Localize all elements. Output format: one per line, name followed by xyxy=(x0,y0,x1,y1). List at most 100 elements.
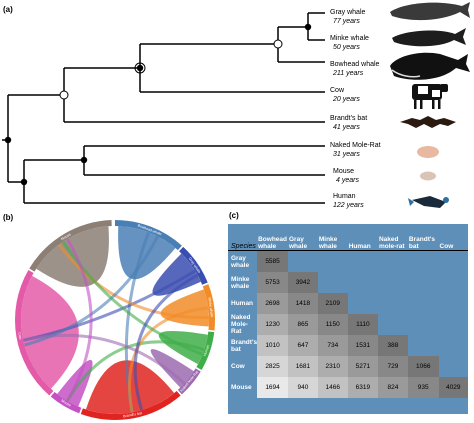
chord-self-ribbon xyxy=(57,359,93,407)
chord-arc xyxy=(50,392,82,414)
matrix-empty-cell xyxy=(378,272,408,293)
chord-arc xyxy=(202,284,215,331)
chord-arc xyxy=(80,390,181,420)
species-name: Human xyxy=(333,193,356,200)
matrix-cell: 2310 xyxy=(317,356,348,377)
matrix-cell: 5271 xyxy=(347,356,378,377)
species-name: Cow xyxy=(330,87,345,94)
matrix-row-header: Human xyxy=(231,300,254,307)
matrix-cell: 1110 xyxy=(347,314,378,335)
species-name: Gray whale xyxy=(330,9,366,16)
diver-image xyxy=(408,196,449,208)
matrix-cell: 940 xyxy=(288,377,318,398)
matrix-cell: 388 xyxy=(377,335,408,356)
matrix-cell: 1230 xyxy=(257,314,288,335)
species-age: 4 years xyxy=(336,177,359,184)
chord-arc-label: Minke whale xyxy=(207,297,214,317)
chord-ribbon xyxy=(65,238,93,402)
matrix-empty-cell xyxy=(348,293,378,314)
open-node xyxy=(273,39,283,49)
matrix-cell: 1466 xyxy=(317,377,348,398)
matrix-cell: 2698 xyxy=(257,293,288,314)
matrix-cell: 4029 xyxy=(438,377,468,398)
open-node xyxy=(59,90,69,100)
chord-ribbon xyxy=(133,273,199,411)
species-age: 31 years xyxy=(333,151,360,158)
chord-self-ribbon xyxy=(152,253,201,296)
matrix-empty-cell xyxy=(318,251,348,273)
species-name: Bowhead whale xyxy=(330,61,380,68)
chord-arc xyxy=(115,220,182,251)
matrix-cell: 3942 xyxy=(288,272,318,293)
species-age: 41 years xyxy=(333,124,360,131)
species-name: Minke whale xyxy=(330,35,369,42)
matrix-row-header: Cow xyxy=(231,363,245,370)
species-age: 77 years xyxy=(333,18,360,25)
matrix-cell: 2825 xyxy=(257,356,288,377)
matrix-column-header: Gray whale xyxy=(289,236,308,250)
matrix-cell: 729 xyxy=(377,356,408,377)
matrix-empty-cell xyxy=(439,293,468,314)
chord-ribbon xyxy=(127,306,209,413)
matrix-empty-cell xyxy=(288,251,318,273)
chord-arc xyxy=(177,368,201,395)
node xyxy=(136,64,144,72)
tree-nodes xyxy=(4,23,312,186)
matrix-cell: 824 xyxy=(377,377,408,398)
species-name: Brandt's bat xyxy=(330,115,367,122)
matrix-cell: 935 xyxy=(407,377,439,398)
animal-images xyxy=(390,2,470,208)
panel-c-label: (c) xyxy=(229,211,239,220)
matrix-empty-cell xyxy=(439,251,468,273)
chord-self-ribbon xyxy=(150,349,194,388)
matrix-cell: 1681 xyxy=(288,356,318,377)
chord-ribbon xyxy=(22,333,186,385)
chord-ribbon xyxy=(24,235,160,347)
matrix-cell: 1010 xyxy=(257,335,288,356)
matrix-cell: 1531 xyxy=(347,335,378,356)
chord-arc-label: Mouse xyxy=(60,399,71,408)
bowhead-whale-image xyxy=(390,52,470,80)
matrix-empty-cell xyxy=(408,293,439,314)
species-age: 211 years xyxy=(332,70,364,77)
gray-whale-image xyxy=(390,2,470,21)
matrix-cell: 5585 xyxy=(257,250,288,272)
chord-ribbon xyxy=(61,240,204,356)
chord-arc-label: Brandt's bat xyxy=(123,411,142,418)
node xyxy=(80,156,88,164)
chord-arc xyxy=(179,246,208,285)
chord-ribbon xyxy=(57,243,210,320)
matrix-empty-cell xyxy=(439,272,468,293)
matrix-empty-cell xyxy=(439,314,468,335)
matrix-cell: 1418 xyxy=(288,293,318,314)
matrix-cell: 865 xyxy=(288,314,318,335)
chord-arc-label: Mouse xyxy=(60,232,71,241)
chord-arc-label: Cow xyxy=(17,332,22,340)
species-labels: Gray whale 77 years Minke whale 50 years… xyxy=(330,9,381,209)
phylogenetic-tree: (a) Gray w xyxy=(2,2,470,209)
chord-arc-label: Human xyxy=(203,344,210,356)
open-node xyxy=(134,62,146,74)
matrix-empty-cell xyxy=(348,272,378,293)
matrix-empty-cell xyxy=(348,251,378,273)
matrix-row-header: Naked Mole-Rat xyxy=(231,314,251,335)
matrix-empty-cell xyxy=(408,251,439,273)
species-name: Naked Mole-Rat xyxy=(330,142,381,149)
species-age: 20 years xyxy=(332,96,360,103)
panel-a-label: (a) xyxy=(3,5,13,14)
mole-rat-image xyxy=(417,146,439,158)
chord-arc xyxy=(15,270,54,396)
matrix-column-header: Bowhead whale xyxy=(258,236,288,250)
matrix-column-header: Cow xyxy=(439,243,454,250)
matrix-empty-cell xyxy=(408,314,439,335)
matrix-cell: 1066 xyxy=(407,356,439,377)
chord-arc xyxy=(29,220,112,272)
matrix-row-header: Minke whale xyxy=(231,275,250,290)
